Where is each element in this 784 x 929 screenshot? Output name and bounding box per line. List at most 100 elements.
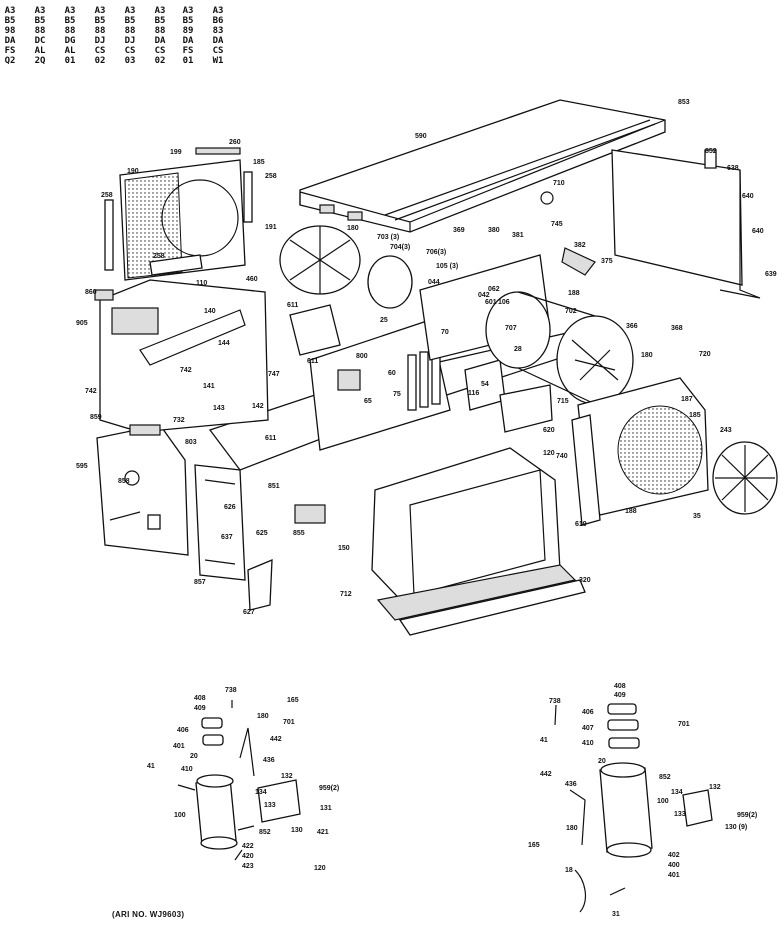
part-label: 627 (243, 609, 255, 616)
model-number: A3B588DACS02 (154, 6, 166, 66)
part-label: 637 (221, 534, 233, 541)
part-label: 620 (543, 427, 555, 434)
part-label: 381 (512, 232, 524, 239)
part-label: 625 (256, 530, 268, 537)
part-label: 704(3) (390, 244, 410, 251)
model-number: A3B598DAFSQ2 (4, 6, 16, 66)
model-number: A3B588DJCS03 (124, 6, 136, 66)
part-label: 406 (177, 727, 189, 734)
part-label: 738 (549, 698, 561, 705)
part-label: 75 (393, 391, 401, 398)
part-label: 132 (281, 773, 293, 780)
part-label: 131 (320, 805, 332, 812)
part-label: 188 (568, 290, 580, 297)
part-label: 140 (204, 308, 216, 315)
part-label: 188 (625, 508, 637, 515)
part-label: 640 (742, 193, 754, 200)
compressor-assembly-left (177, 700, 301, 861)
part-label: 702 (565, 308, 577, 315)
evaporator-coil-part (371, 447, 586, 636)
part-label: 442 (270, 736, 282, 743)
art-number: (ARI NO. WJ9603) (112, 910, 185, 919)
part-label: 191 (265, 224, 277, 231)
part-label: 180 (566, 825, 578, 832)
part-label: 408 (194, 695, 206, 702)
part-label: 732 (173, 417, 185, 424)
part-label: 062 (488, 286, 500, 293)
part-label: 18 (565, 867, 573, 874)
part-label: 190 (127, 168, 139, 175)
part-label: 423 (242, 863, 254, 870)
part-label: 105 (3) (436, 263, 458, 270)
part-label: 420 (242, 853, 254, 860)
part-label: 410 (181, 766, 193, 773)
part-label: 640 (752, 228, 764, 235)
part-label: 132 (709, 784, 721, 791)
part-label: 142 (252, 403, 264, 410)
part-label: 742 (85, 388, 97, 395)
part-label: 857 (194, 579, 206, 586)
part-label: 144 (218, 340, 230, 347)
part-label: 180 (257, 713, 269, 720)
part-label: 41 (147, 763, 155, 770)
part-label: 258 (153, 253, 165, 260)
part-label: 852 (705, 148, 717, 155)
part-label: 400 (668, 862, 680, 869)
part-label: 401 (668, 872, 680, 879)
part-label: 41 (540, 737, 548, 744)
front-panel-part (96, 424, 189, 556)
part-label: 130 (291, 827, 303, 834)
part-label: 042 (478, 292, 490, 299)
part-label: 712 (340, 591, 352, 598)
part-label: 406 (582, 709, 594, 716)
part-label: 380 (488, 227, 500, 234)
part-label: 366 (626, 323, 638, 330)
part-label: 20 (598, 758, 606, 765)
compressor-right-labels: 408 409 738 406 407 410 701 41 442 20 85… (528, 683, 757, 918)
side-panel-part (194, 464, 326, 611)
part-label: 720 (699, 351, 711, 358)
part-label: 601 (485, 299, 497, 306)
part-label: 436 (565, 781, 577, 788)
part-label: 375 (601, 258, 613, 265)
part-label: 703 (3) (377, 234, 399, 241)
part-label: 143 (213, 405, 225, 412)
part-label: 258 (101, 192, 113, 199)
part-label: 141 (203, 383, 215, 390)
part-label: 701 (678, 721, 690, 728)
part-label: 442 (540, 771, 552, 778)
part-label: 134 (255, 789, 267, 796)
part-label: 28 (514, 346, 522, 353)
part-label: 740 (556, 453, 568, 460)
part-label: 611 (265, 435, 276, 442)
part-label: 858 (118, 478, 130, 485)
part-label: 187 (681, 396, 693, 403)
part-label: 70 (441, 329, 449, 336)
part-label: 409 (194, 705, 206, 712)
part-label: 180 (347, 225, 359, 232)
part-label: 199 (170, 149, 182, 156)
part-label: 165 (287, 697, 299, 704)
part-label: 133 (264, 802, 276, 809)
part-label: 409 (614, 692, 626, 699)
top-cover-part (299, 99, 666, 233)
part-label: 742 (180, 367, 192, 374)
part-label: 185 (689, 412, 701, 419)
part-label: 852 (259, 829, 271, 836)
part-label: 959(2) (737, 812, 757, 819)
part-label: 855 (293, 530, 305, 537)
part-label: 130 (9) (725, 824, 747, 831)
part-label: 421 (317, 829, 329, 836)
part-label: 116 (468, 390, 479, 397)
part-label: 611 (307, 358, 318, 365)
part-label: 25 (380, 317, 388, 324)
model-number: A3B683DACSW1 (212, 6, 224, 66)
part-label: 707 (505, 325, 517, 332)
part-label: 626 (224, 504, 236, 511)
part-label: 715 (557, 398, 569, 405)
part-label: 710 (553, 180, 565, 187)
part-label: 639 (765, 271, 777, 278)
part-label: 851 (268, 483, 280, 490)
part-label: 133 (674, 811, 686, 818)
